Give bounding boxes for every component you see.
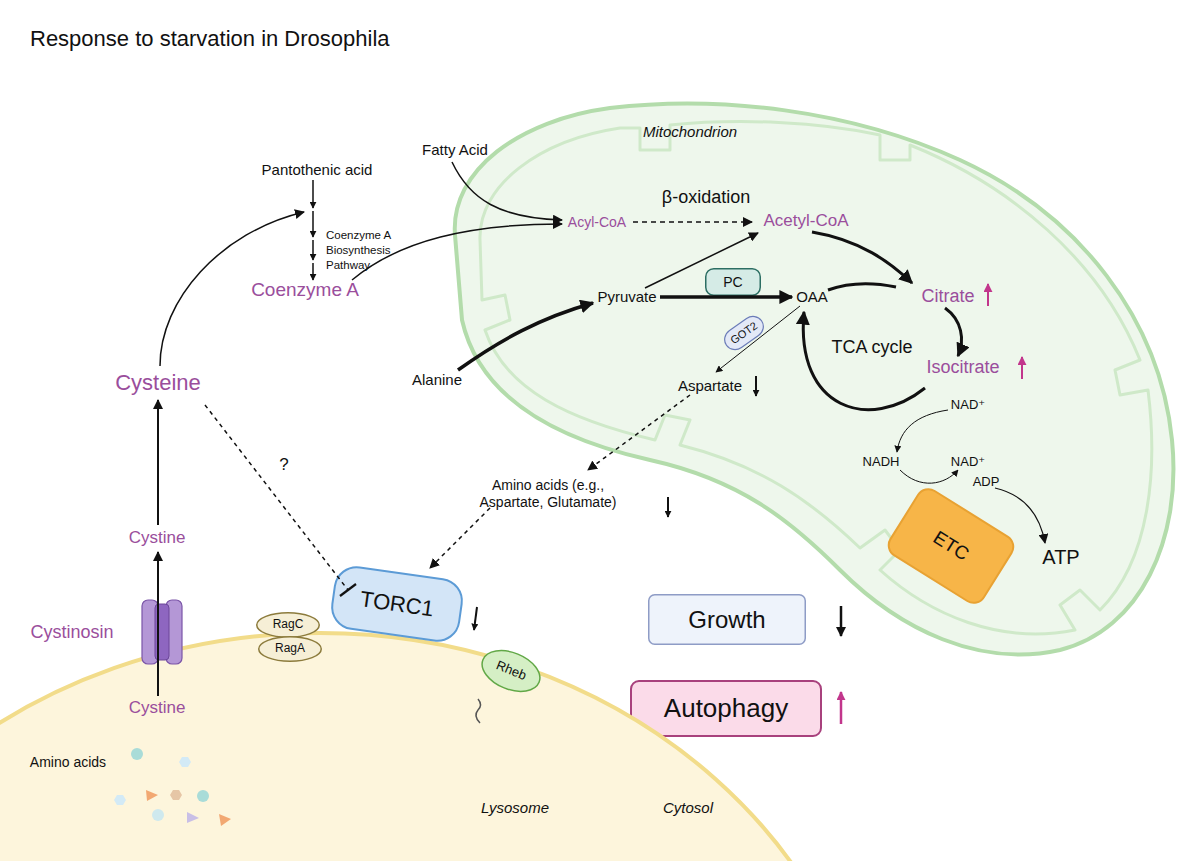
- particle: [219, 814, 231, 826]
- cofactor-arrow: [900, 470, 958, 483]
- mitochondrion-cristae: [480, 122, 1152, 634]
- node-label: Cystinosin: [30, 622, 113, 643]
- increase-arrow: [987, 284, 989, 306]
- pathway-step-arrow: [312, 211, 314, 237]
- increase-arrow: [840, 692, 843, 724]
- pathway-arrow: [157, 400, 159, 525]
- metabolite-label: Alanine: [412, 371, 462, 389]
- box-shape: [329, 564, 464, 643]
- oval-shape: [259, 637, 322, 662]
- diagram-title: Response to starvation in Drosophila: [30, 26, 390, 52]
- tca-arrow: [828, 284, 896, 290]
- metabolite-label: Fatty Acid: [422, 141, 488, 159]
- lipid-anchor: [476, 699, 481, 723]
- pathway-arrow: [160, 212, 304, 366]
- box-shape: [884, 485, 1018, 608]
- pathway-arrow: [352, 224, 562, 280]
- amino-acid-particles: [114, 748, 231, 826]
- node-box: RagA: [258, 636, 322, 662]
- pathway-step-arrow: [312, 263, 314, 280]
- inhibition-bar: [340, 584, 356, 596]
- pathway-step-arrow: [312, 180, 314, 208]
- node-box: Growth: [648, 594, 806, 645]
- node-box: PC: [705, 268, 761, 296]
- node-box: Autophagy: [630, 680, 822, 737]
- particle: [131, 748, 143, 760]
- beta-oxidation-arrow: [633, 221, 752, 223]
- metabolite-label: Coenzyme A Biosynthesis Pathway: [326, 228, 401, 273]
- oval-shape: [257, 613, 320, 638]
- cofactor-arrow: [897, 410, 948, 452]
- node-outline: [0, 633, 880, 861]
- pathway-arrow: [660, 295, 792, 299]
- particle: [146, 790, 158, 801]
- metabolite-label: ?: [279, 455, 288, 475]
- lysosome-membrane: [0, 633, 880, 861]
- box-shape: [649, 595, 806, 645]
- node-box: Cystinosin: [18, 598, 186, 666]
- metabolite-label: Cysteine: [115, 370, 201, 396]
- dashed-arrow: [430, 508, 490, 568]
- pathway-arrow: [452, 162, 562, 220]
- atp-arrow: [995, 488, 1045, 543]
- particle: [197, 790, 209, 802]
- decrease-arrow: [840, 606, 843, 636]
- pathway-arrow: [716, 306, 800, 372]
- oval-shape: [476, 643, 546, 700]
- particle: [170, 790, 182, 800]
- decrease-arrow: [755, 376, 757, 396]
- node-label: RagC: [273, 618, 304, 632]
- node-outline: [440, 95, 1180, 660]
- decrease-arrow: [474, 607, 477, 630]
- node-box: MitochondrionPCGOT2ETC: [440, 95, 1180, 660]
- particle: [187, 812, 199, 823]
- pathway-arrow: [458, 303, 593, 370]
- box-shape: [706, 269, 761, 296]
- node-label: Lysosome: [481, 799, 549, 816]
- increase-arrow: [1021, 357, 1023, 379]
- node-box: RagC: [256, 612, 320, 638]
- metabolite-label: Pantothenic acid: [262, 161, 373, 179]
- node-label: Growth: [688, 606, 765, 634]
- particle: [152, 809, 164, 821]
- metabolite-label: Cystine: [129, 528, 186, 548]
- mitochondrion-membrane: [455, 104, 1174, 655]
- inhibition-line: [205, 405, 348, 590]
- node-label: RagA: [275, 642, 305, 656]
- decrease-arrow: [667, 497, 669, 517]
- metabolite-label: Amino acids (e.g., Aspartate, Glutamate): [463, 477, 633, 511]
- transporter-core: [155, 604, 169, 660]
- dashed-arrow: [588, 395, 690, 470]
- tca-arrow: [945, 308, 962, 356]
- metabolite-label: Coenzyme A: [251, 279, 359, 302]
- tca-arrow: [803, 312, 925, 410]
- box-shape: [721, 312, 768, 354]
- node-box: Lysosome: [0, 633, 880, 861]
- node-label: PC: [723, 274, 742, 290]
- tca-arrow: [812, 232, 912, 283]
- particle: [114, 795, 126, 805]
- node-label: Autophagy: [664, 694, 788, 724]
- transport-arrow: [157, 552, 159, 696]
- box-shape: [631, 681, 821, 736]
- node-label: Mitochondrion: [643, 123, 737, 140]
- pathway-arrow: [645, 233, 758, 288]
- particle: [179, 757, 191, 767]
- pathway-step-arrow: [312, 240, 314, 260]
